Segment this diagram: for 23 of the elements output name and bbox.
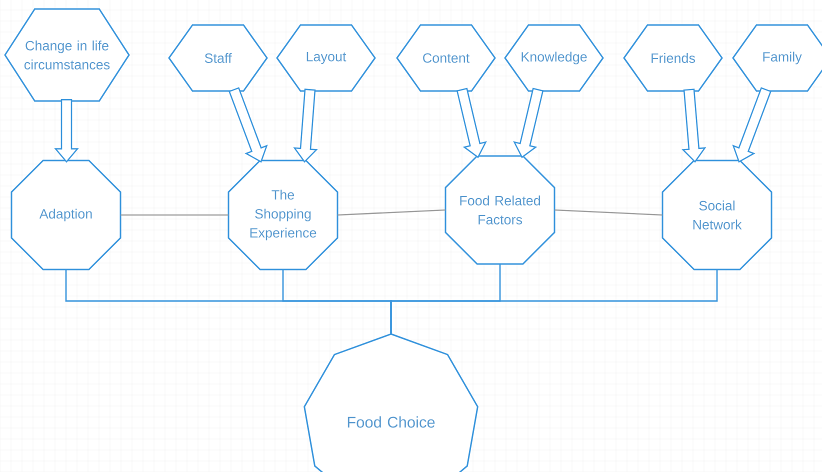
connector-line <box>338 209 446 216</box>
hexagon-box: Staff <box>168 24 268 92</box>
hexagon-box: Knowledge <box>504 24 604 92</box>
octagon-box: Social Network <box>662 160 772 270</box>
octagon-box: Food Related Factors <box>444 155 556 265</box>
hexagon-box: Friends <box>623 24 723 92</box>
connector-line <box>554 209 662 216</box>
hexagon-box: Change in life circumstances <box>4 8 130 102</box>
block-arrow <box>513 88 544 158</box>
connector-line <box>390 270 718 334</box>
connector-line <box>120 214 228 216</box>
hexagon-box: Layout <box>276 24 376 92</box>
hexagon-box: Family <box>732 24 822 92</box>
hexagon-box: Content <box>396 24 496 92</box>
block-arrow <box>682 88 706 163</box>
block-arrow <box>54 99 79 163</box>
octagon-box: The Shopping Experience <box>228 160 338 270</box>
node-label: Food Choice <box>348 416 435 428</box>
block-arrow <box>293 88 318 163</box>
block-arrow <box>732 87 772 163</box>
polygon-box: Food Choice <box>304 333 478 472</box>
node-label: Family <box>763 52 802 64</box>
octagon-box: Adaption <box>10 160 122 270</box>
